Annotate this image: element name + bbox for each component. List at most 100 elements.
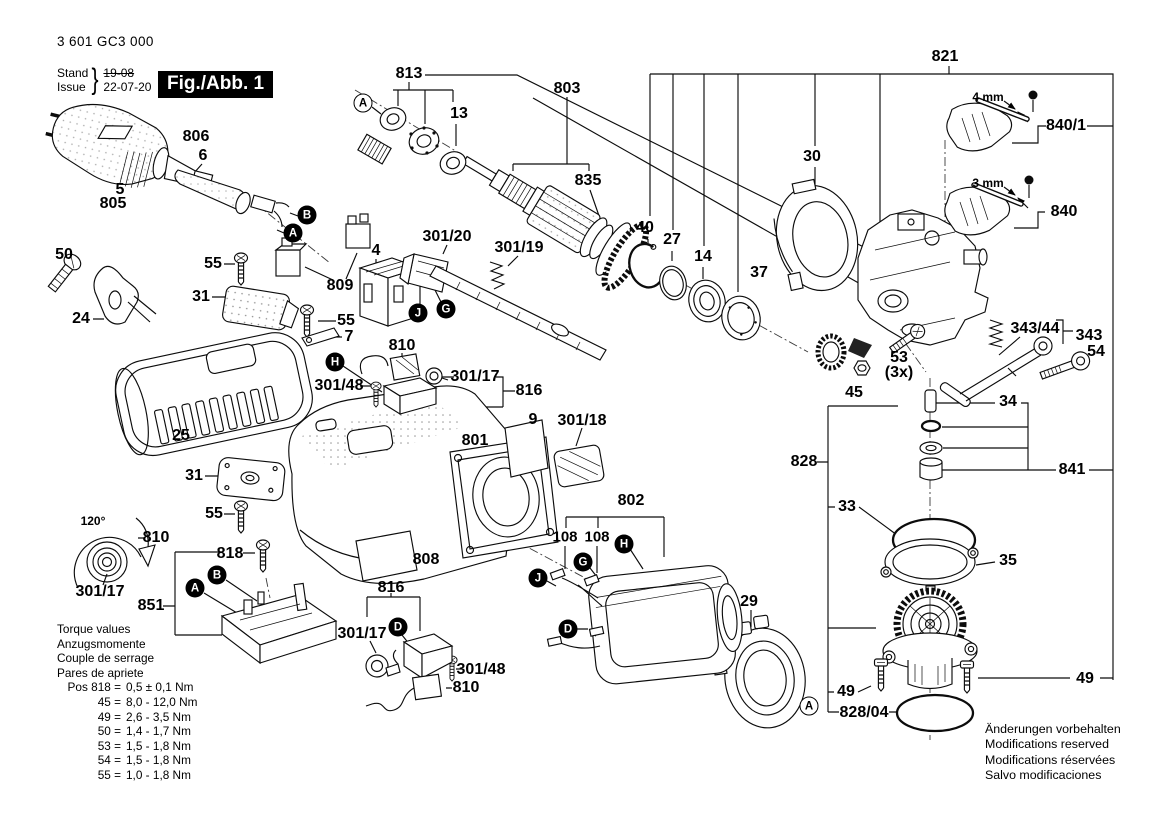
switch-buttons — [274, 213, 371, 277]
part-label: 31 — [192, 288, 210, 305]
part-label: 301/19 — [494, 239, 544, 256]
dimension-note: 120° — [80, 514, 106, 528]
air-baffle — [399, 253, 449, 293]
torque-row: 54 =1,5 - 1,8 Nm — [57, 753, 197, 768]
lock-bar — [429, 261, 607, 361]
torque-pos: 49 = — [97, 709, 121, 724]
part-number: 3 601 GC3 000 — [57, 34, 154, 49]
part-label: 813 — [395, 65, 423, 82]
part-label: 301/48 — [314, 377, 364, 394]
pinion-gear — [815, 333, 872, 376]
ref-bubble: A — [283, 223, 303, 243]
o-ring — [895, 693, 975, 733]
part-label: 808 — [412, 551, 440, 568]
footer-note: Modifications reserved — [985, 737, 1109, 752]
cover-plate — [216, 457, 286, 502]
clamp-lever — [943, 90, 1038, 155]
spindle-stack — [919, 389, 943, 481]
stand-label: Stand — [57, 66, 89, 80]
part-label: 49 — [1076, 670, 1094, 687]
part-label: 301/20 — [422, 228, 472, 245]
flange-screw — [873, 658, 889, 692]
spiral-spring — [73, 517, 156, 589]
part-label: 840/1 — [1045, 117, 1087, 134]
part-label: 301/17 — [337, 625, 387, 642]
issue-value: 22-07-20 — [103, 80, 152, 94]
part-label: (3x) — [884, 364, 914, 381]
power-plug — [45, 103, 214, 188]
part-label: 301/17 — [450, 368, 500, 385]
ref-bubble: A — [185, 578, 205, 598]
gear-housing — [857, 209, 989, 346]
torque-value: 2,6 - 3,5 Nm — [126, 709, 191, 724]
switch-base — [220, 582, 338, 665]
base-screw — [255, 539, 271, 573]
dimension-note: 4 mm — [972, 90, 1004, 104]
part-label: 801 — [461, 432, 489, 449]
torque-pos: 54 = — [97, 753, 121, 768]
clip-screw — [47, 253, 82, 293]
ref-bubble: J — [408, 303, 428, 323]
footer-note: Modifications réservées — [985, 752, 1116, 767]
issue-label: Issue — [57, 80, 86, 94]
part-label: 821 — [931, 48, 959, 65]
cover-plate — [222, 285, 300, 331]
ref-bubble: B — [207, 565, 227, 585]
handle-clip — [93, 265, 157, 325]
stand-issue: Stand Issue } 19-08 22-07-20 — [57, 63, 154, 97]
ref-bubble: H — [325, 352, 345, 372]
vent-insert — [553, 444, 605, 488]
part-label: 828 — [790, 453, 818, 470]
part-label: 37 — [750, 264, 768, 281]
torque-value: 1,0 - 1,8 Nm — [126, 767, 191, 782]
ref-bubble: G — [573, 552, 593, 572]
part-label: 810 — [388, 337, 416, 354]
part-label: 810 — [142, 529, 170, 546]
figure-label: Fig./Abb. 1 — [158, 71, 274, 98]
part-label: 55 — [205, 505, 223, 522]
field-cover — [712, 614, 806, 729]
part-label: 31 — [185, 467, 203, 484]
part-label: 301/18 — [557, 412, 607, 429]
flange-screw — [959, 660, 975, 694]
torque-heading: Anzugsmomente — [57, 636, 146, 651]
housing-screw — [888, 323, 926, 354]
part-label: 7 — [344, 328, 354, 345]
motor-housing-rear — [114, 332, 313, 457]
ref-bubble: J — [528, 568, 548, 588]
part-label: 301/48 — [456, 661, 506, 678]
window-panel — [504, 419, 549, 478]
ref-bubble: B — [297, 205, 317, 225]
part-label: 806 — [182, 128, 210, 145]
torque-heading: Torque values — [57, 622, 131, 636]
footer-note: Salvo modificaciones — [985, 768, 1102, 783]
part-label: 343/44 — [1010, 320, 1060, 337]
part-label: 13 — [450, 105, 468, 122]
torque-pos: 50 = — [97, 724, 121, 739]
part-label: 53 — [890, 349, 908, 366]
title-block: 3 601 GC3 000 Stand Issue } 19-08 22-07-… — [57, 34, 154, 97]
part-label: 55 — [204, 255, 222, 272]
ref-bubble: D — [388, 617, 408, 637]
carbon-brush-set — [359, 353, 449, 416]
part-label: 45 — [845, 384, 863, 401]
cord-grommet — [174, 169, 290, 228]
torque-row: 55 = 1,0 - 1,8 Nm — [57, 768, 197, 783]
part-label: 50 — [55, 246, 73, 263]
bearing-cover — [773, 178, 859, 292]
torque-pos: 55 = — [97, 767, 121, 782]
part-label: 805 — [99, 195, 127, 212]
torque-heading: Pares de apriete — [57, 665, 144, 680]
retainer-plate — [301, 327, 340, 347]
part-label: 840 — [1050, 203, 1078, 220]
part-label: 802 — [617, 492, 645, 509]
torque-value: 8,0 - 12,0 Nm — [126, 694, 198, 709]
part-label: 343 — [1075, 327, 1103, 344]
part-label: 55 — [337, 312, 355, 329]
torque-pos: 53 = — [97, 738, 121, 753]
part-label: 33 — [838, 498, 856, 515]
part-label: 108 — [584, 528, 610, 546]
